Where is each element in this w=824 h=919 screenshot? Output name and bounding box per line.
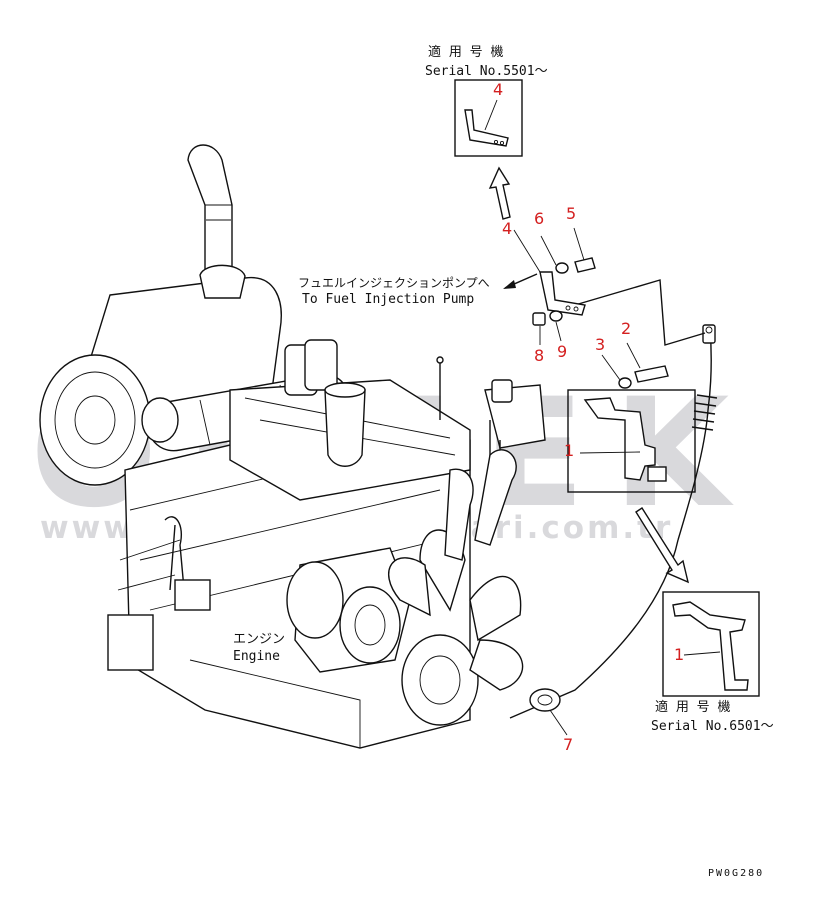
fuel-pump-jp: フュエルインジェクションポンプへ — [298, 276, 490, 290]
callout-5: 5 — [566, 204, 576, 223]
cable-spring — [691, 394, 718, 431]
callout-2: 2 — [621, 319, 631, 338]
drawing-code: PW0G280 — [708, 868, 764, 879]
serial-bottom-en: Serial No.6501～ — [651, 719, 774, 734]
callout-6: 6 — [534, 209, 544, 228]
serial-top-en: Serial No.5501～ — [425, 64, 548, 79]
lever-bracket — [503, 257, 596, 326]
inset-top-box — [454, 79, 523, 157]
engine-jp: エンジン — [233, 632, 285, 647]
nut-8 — [532, 312, 546, 326]
bracket-1 — [583, 397, 656, 481]
fuel-filter — [324, 389, 366, 467]
cooling-fan — [388, 449, 524, 726]
serial-bottom-jp: 適 用 号 機 — [655, 699, 730, 715]
callout-4-inset: 4 — [493, 80, 503, 99]
bracket-1-box — [567, 389, 696, 493]
washer-6 — [555, 262, 569, 274]
fuel-pump-en: To Fuel Injection Pump — [302, 292, 474, 307]
bracket-1-clip — [647, 466, 667, 482]
callout-4: 4 — [502, 219, 512, 238]
callout-3: 3 — [595, 335, 605, 354]
bracket-4 — [539, 271, 586, 316]
crank-pulley — [339, 586, 401, 664]
engine-mount-left — [107, 614, 154, 671]
cable-end-fitting — [702, 324, 716, 344]
filter-2 — [304, 339, 338, 391]
serial-top-jp: 適 用 号 機 — [428, 44, 503, 60]
callout-1: 1 — [564, 441, 574, 460]
inset-bracket-1 — [672, 601, 749, 691]
arrow-up-inset — [488, 166, 511, 220]
air-cleaner-cap — [39, 354, 151, 486]
arrow-down-inset — [635, 507, 690, 584]
washer-3 — [618, 377, 632, 389]
callout-9: 9 — [557, 342, 567, 361]
inset-bottom-box — [662, 591, 760, 697]
bolt-5 — [574, 257, 596, 273]
callout-8: 8 — [534, 346, 544, 365]
inset-bracket-4 — [464, 109, 509, 147]
muffler-outlet — [199, 264, 246, 299]
callout-7: 7 — [563, 735, 573, 754]
left-bracket — [174, 579, 211, 611]
alternator — [286, 561, 344, 639]
engine-assembly — [39, 144, 546, 749]
washer-9 — [549, 310, 563, 322]
throttle-cable-upper — [677, 327, 713, 541]
callout-1-inset: 1 — [674, 645, 684, 664]
arrow-to-pump — [503, 280, 516, 289]
leader-lines — [484, 99, 721, 736]
bolt-2 — [634, 365, 669, 383]
engine-en: Engine — [233, 649, 280, 664]
cable-leader — [574, 279, 706, 346]
grommet — [529, 688, 561, 712]
